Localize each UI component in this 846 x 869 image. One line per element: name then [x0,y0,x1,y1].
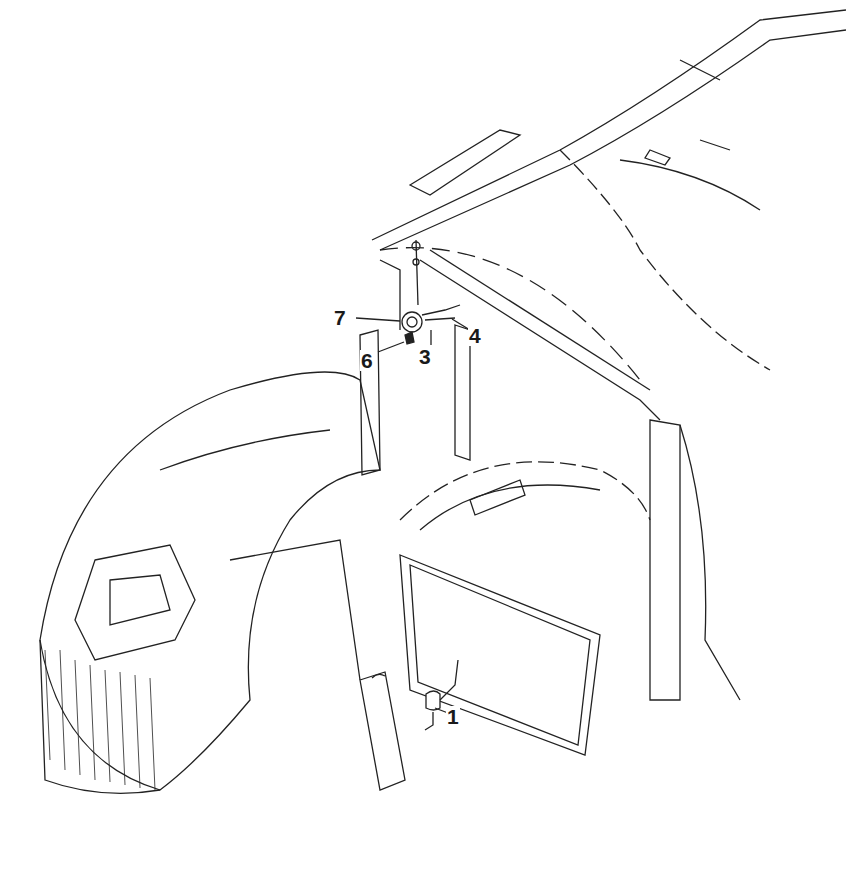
callout-number: 1 [446,706,460,727]
callout-number: 3 [418,346,432,367]
callout-number: 7 [333,307,347,328]
callout-number: 4 [468,325,482,346]
callout-number: 6 [360,350,374,371]
